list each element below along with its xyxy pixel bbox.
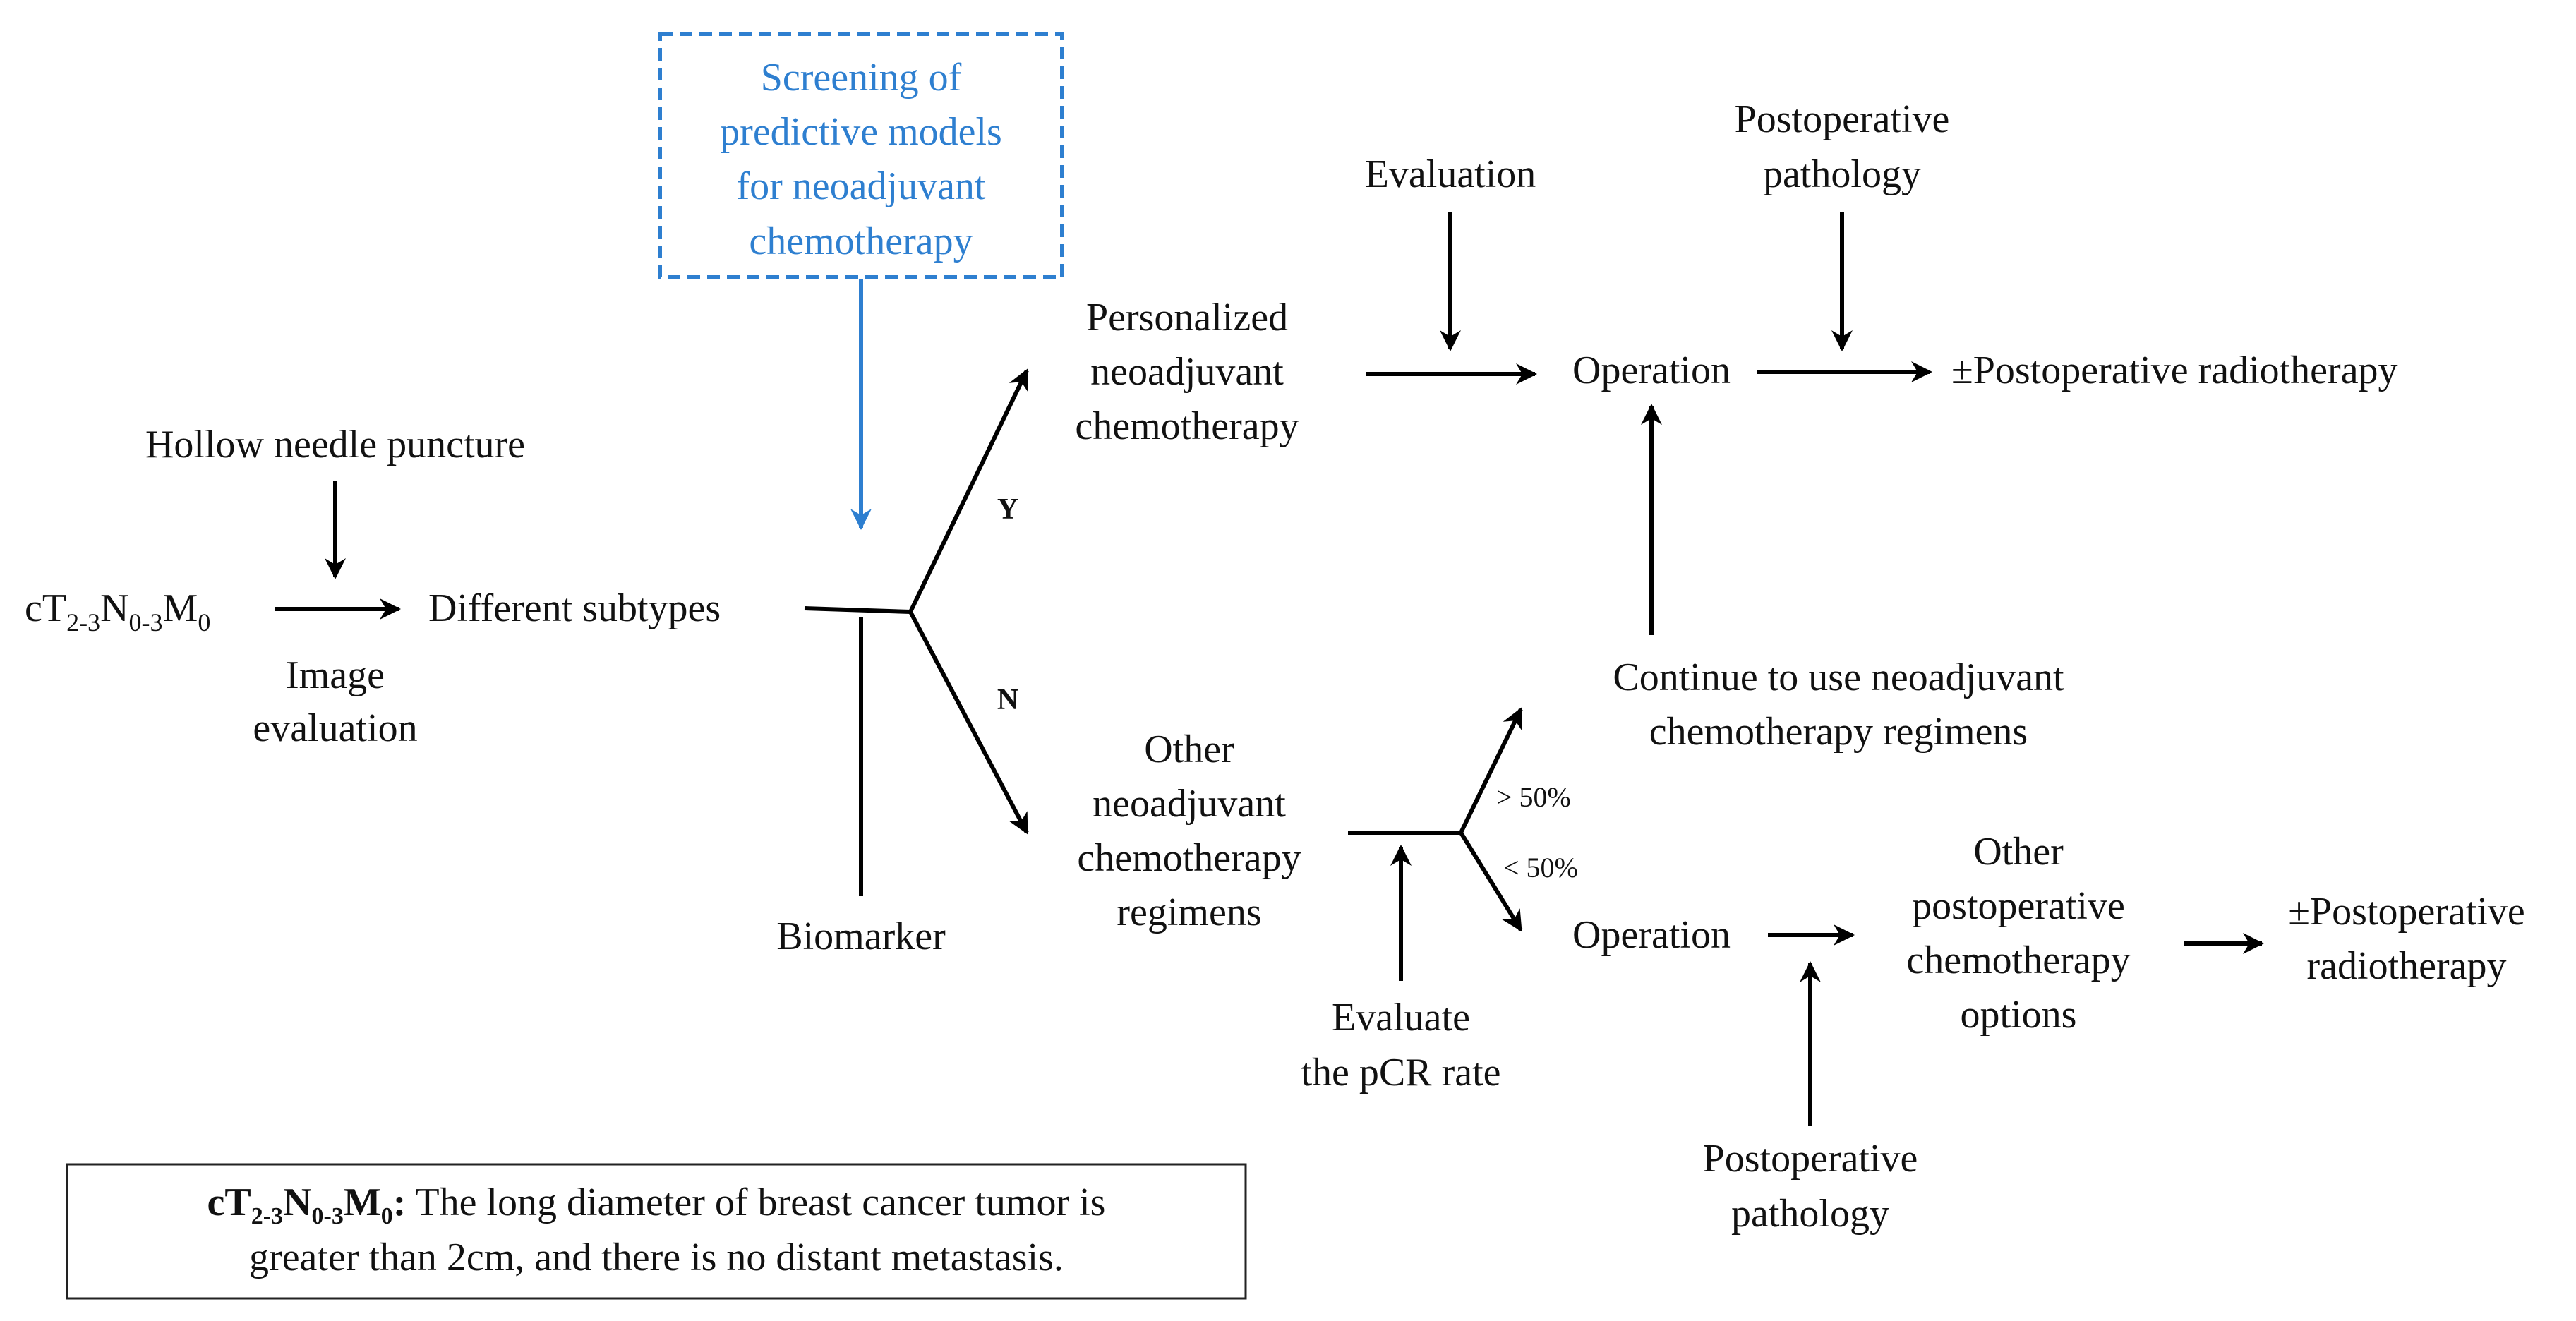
yes-branch-arrow bbox=[908, 368, 1029, 613]
branch-no-label: N bbox=[997, 684, 1018, 716]
evaluation-label: Evaluation bbox=[1365, 152, 1536, 196]
branch-bar bbox=[804, 606, 911, 614]
hollow-needle-label: Hollow needle puncture bbox=[145, 423, 525, 466]
operation-top-label: Operation bbox=[1572, 349, 1731, 392]
note-line-1: cT2-3N0-3M0: The long diameter of breast… bbox=[207, 1181, 1106, 1229]
no-branch-arrow bbox=[908, 610, 1029, 835]
personalized-line-2: neoadjuvant bbox=[1090, 350, 1284, 394]
other-postop-line-3: chemotherapy bbox=[1906, 939, 2130, 982]
continue-regimens-line-2: chemotherapy regimens bbox=[1649, 710, 2028, 754]
evaluate-pcr-line-1: Evaluate bbox=[1332, 996, 1470, 1039]
postop-pathology-top-line-1: Postoperative bbox=[1735, 97, 1950, 141]
screening-line-3: for neoadjuvant bbox=[737, 164, 986, 208]
postop-pathology-bottom-line-1: Postoperative bbox=[1703, 1137, 1918, 1181]
stage-label: cT2-3N0-3M0 bbox=[25, 586, 210, 637]
gt50-branch-arrow bbox=[1459, 707, 1523, 834]
other-postop-line-4: options bbox=[1961, 993, 2077, 1037]
radiotherapy-bottom-line-1: ±Postoperative bbox=[2288, 890, 2525, 934]
postop-pathology-bottom-line-2: pathology bbox=[1731, 1192, 1889, 1236]
screening-box bbox=[658, 32, 1064, 279]
note-box bbox=[66, 1163, 1247, 1300]
evaluate-pcr-line-2: the pCR rate bbox=[1301, 1051, 1500, 1094]
note-line-2: greater than 2cm, and there is no distan… bbox=[249, 1236, 1064, 1279]
different-subtypes-label: Different subtypes bbox=[428, 586, 721, 630]
other-regimens-line-4: regimens bbox=[1117, 891, 1261, 934]
image-evaluation-line-1: Image bbox=[286, 653, 385, 697]
radiotherapy-bottom-line-2: radiotherapy bbox=[2307, 944, 2507, 988]
other-postop-line-1: Other bbox=[1973, 830, 2064, 874]
radiotherapy-top-label: ±Postoperative radiotherapy bbox=[1951, 349, 2398, 392]
screening-line-1: Screening of bbox=[761, 56, 962, 99]
lt50-label: < 50% bbox=[1503, 852, 1578, 883]
other-regimens-line-1: Other bbox=[1144, 728, 1234, 771]
personalized-line-1: Personalized bbox=[1086, 296, 1288, 339]
other-regimens-line-3: chemotherapy bbox=[1077, 836, 1301, 880]
image-evaluation-line-2: evaluation bbox=[253, 706, 417, 750]
screening-label: Screening of predictive models for neoad… bbox=[720, 56, 1002, 263]
personalized-line-3: chemotherapy bbox=[1075, 404, 1299, 448]
screening-line-2: predictive models bbox=[720, 110, 1002, 154]
other-regimens-line-2: neoadjuvant bbox=[1093, 782, 1286, 826]
screening-line-4: chemotherapy bbox=[749, 219, 973, 263]
branch-yes-label: Y bbox=[997, 493, 1018, 526]
continue-regimens-line-1: Continue to use neoadjuvant bbox=[1613, 656, 2064, 699]
biomarker-label: Biomarker bbox=[776, 915, 946, 958]
lt50-branch-arrow bbox=[1459, 831, 1523, 932]
operation-bottom-label: Operation bbox=[1572, 913, 1731, 957]
postop-pathology-top-line-2: pathology bbox=[1763, 152, 1921, 196]
other-postop-line-2: postoperative bbox=[1912, 884, 2125, 928]
gt50-label: > 50% bbox=[1496, 781, 1571, 813]
